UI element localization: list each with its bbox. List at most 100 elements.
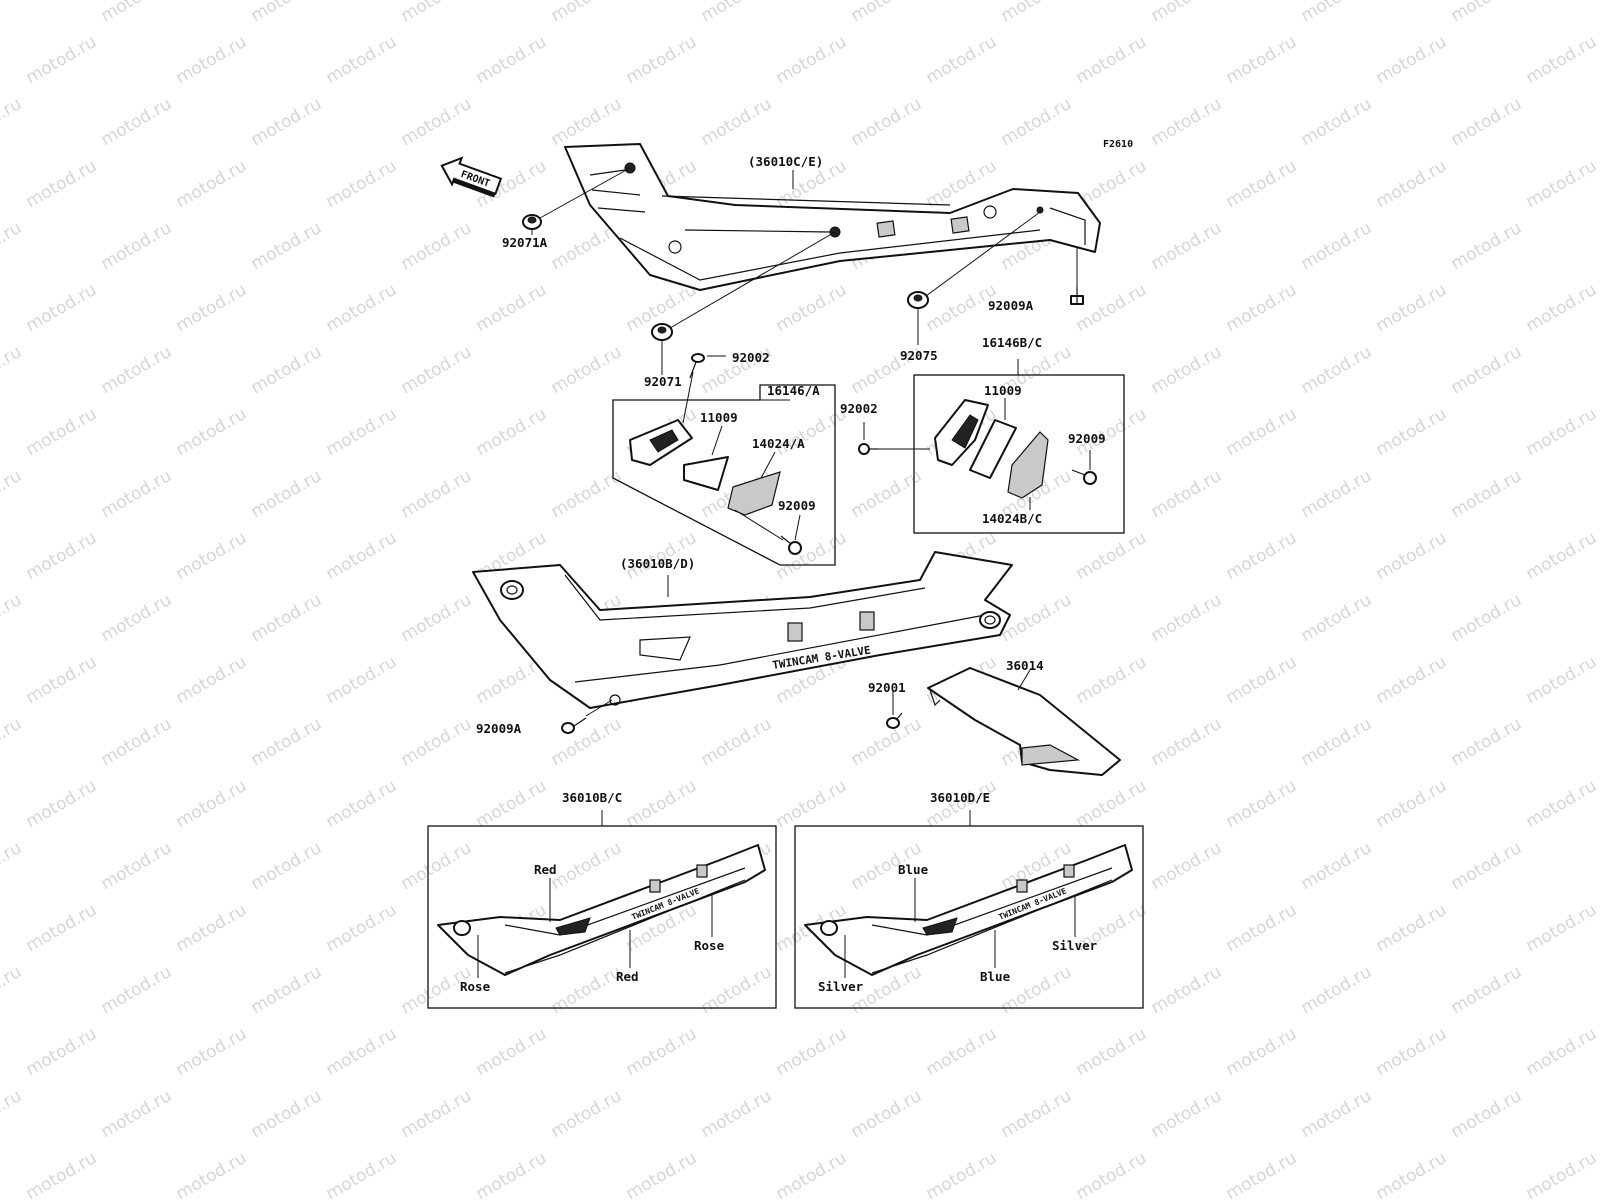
- watermark-text: motod.ru: [473, 404, 551, 460]
- watermark-text: motod.ru: [698, 962, 776, 1018]
- watermark-text: motod.ru: [1523, 156, 1600, 212]
- watermark-text: motod.ru: [323, 900, 401, 956]
- watermark-text: motod.ru: [248, 838, 326, 894]
- watermark-text: motod.ru: [1373, 32, 1451, 88]
- lamp-box-left: [612, 384, 836, 566]
- watermark-text: motod.ru: [848, 1086, 926, 1142]
- watermark-text: motod.ru: [1523, 1148, 1600, 1200]
- watermark-text: motod.ru: [323, 652, 401, 708]
- watermark-text: motod.ru: [1373, 900, 1451, 956]
- watermark-text: motod.ru: [23, 528, 101, 584]
- watermark-text: motod.ru: [323, 156, 401, 212]
- watermark-text: motod.ru: [173, 1148, 251, 1200]
- label-92009a-upper: 92009A: [988, 298, 1034, 313]
- watermark-text: motod.ru: [773, 1024, 851, 1080]
- watermark-text: motod.ru: [473, 32, 551, 88]
- gasket-right: [969, 419, 1017, 479]
- watermark-text: motod.ru: [698, 94, 776, 150]
- watermark-text: motod.ru: [0, 342, 25, 398]
- watermark-text: motod.ru: [398, 838, 476, 894]
- watermark-text: motod.ru: [0, 0, 25, 26]
- watermark-text: motod.ru: [1298, 1086, 1376, 1142]
- watermark-text: motod.ru: [1148, 714, 1226, 770]
- watermark-text: motod.ru: [548, 94, 626, 150]
- label-14024a: 14024/A: [752, 436, 805, 451]
- watermark-text: motod.ru: [98, 342, 176, 398]
- variant-left-title: 36010B/C: [562, 790, 622, 805]
- watermark-text: motod.ru: [698, 0, 776, 26]
- watermark-text: motod.ru: [1148, 1086, 1226, 1142]
- variant-right-color-front: Silver: [818, 979, 864, 994]
- watermark-text: motod.ru: [1223, 528, 1301, 584]
- watermark-text: motod.ru: [173, 528, 251, 584]
- variant-left-color-rear: Rose: [694, 938, 725, 953]
- watermark-text: motod.ru: [23, 404, 101, 460]
- watermark-text: motod.ru: [773, 528, 851, 584]
- watermark-text: motod.ru: [248, 714, 326, 770]
- watermark-text: motod.ru: [248, 590, 326, 646]
- watermark-text: motod.ru: [1448, 94, 1526, 150]
- watermark-text: motod.ru: [0, 1086, 25, 1142]
- watermark-text: motod.ru: [998, 1086, 1076, 1142]
- watermark-text: motod.ru: [1148, 838, 1226, 894]
- watermark-text: motod.ru: [1523, 1024, 1600, 1080]
- watermark-text: motod.ru: [398, 94, 476, 150]
- variant-right-title: 36010D/E: [930, 790, 990, 805]
- bolt-92009a-lower: [561, 717, 587, 734]
- watermark-text: motod.ru: [998, 94, 1076, 150]
- label-36014: 36014: [1006, 658, 1044, 673]
- watermark-text: motod.ru: [0, 714, 25, 770]
- gasket-left: [683, 456, 729, 491]
- watermark-text: motod.ru: [23, 280, 101, 336]
- watermark-text: motod.ru: [848, 94, 926, 150]
- watermark-text: motod.ru: [248, 218, 326, 274]
- watermark-text: motod.ru: [1148, 94, 1226, 150]
- watermark-text: motod.ru: [773, 776, 851, 832]
- watermark-text: motod.ru: [1523, 32, 1600, 88]
- watermark-text: motod.ru: [1073, 1148, 1151, 1200]
- watermark-text: motod.ru: [1148, 962, 1226, 1018]
- label-14024bc: 14024B/C: [982, 511, 1042, 526]
- watermark-text: motod.ru: [1148, 0, 1226, 26]
- watermark-text: motod.ru: [23, 1024, 101, 1080]
- watermark-text: motod.ru: [398, 218, 476, 274]
- watermark-text: motod.ru: [23, 156, 101, 212]
- watermark-text: motod.ru: [548, 342, 626, 398]
- watermark-text: motod.ru: [323, 528, 401, 584]
- watermark-text: motod.ru: [398, 1086, 476, 1142]
- watermark-text: motod.ru: [0, 218, 25, 274]
- watermark-text: motod.ru: [323, 404, 401, 460]
- watermark-text: motod.ru: [998, 0, 1076, 26]
- watermark-text: motod.ru: [0, 466, 25, 522]
- watermark-text: motod.ru: [248, 1086, 326, 1142]
- watermark-text: motod.ru: [398, 0, 476, 26]
- watermark-text: motod.ru: [23, 32, 101, 88]
- watermark-text: motod.ru: [1298, 0, 1376, 26]
- watermark-text: motod.ru: [1073, 776, 1151, 832]
- watermark-text: motod.ru: [773, 1148, 851, 1200]
- watermark-text: motod.ru: [173, 156, 251, 212]
- watermark-text: motod.ru: [173, 280, 251, 336]
- watermark-text: motod.ru: [0, 962, 25, 1018]
- watermark-text: motod.ru: [548, 962, 626, 1018]
- grommet-92075: [907, 291, 929, 309]
- watermark-text: motod.ru: [698, 714, 776, 770]
- watermark-text: motod.ru: [1373, 1024, 1451, 1080]
- watermark-text: motod.ru: [623, 776, 701, 832]
- watermark-text: motod.ru: [1298, 342, 1376, 398]
- watermark-text: motod.ru: [848, 0, 926, 26]
- watermark-text: motod.ru: [1448, 590, 1526, 646]
- watermark-text: motod.ru: [1298, 838, 1376, 894]
- watermark-text: motod.ru: [1298, 962, 1376, 1018]
- watermark-text: motod.ru: [0, 94, 25, 150]
- watermark-text: motod.ru: [1223, 156, 1301, 212]
- watermark-text: motod.ru: [23, 652, 101, 708]
- watermark-text: motod.ru: [398, 342, 476, 398]
- watermark-text: motod.ru: [548, 714, 626, 770]
- watermark-text: motod.ru: [1523, 652, 1600, 708]
- watermark-text: motod.ru: [1073, 32, 1151, 88]
- watermark-text: motod.ru: [1073, 1024, 1151, 1080]
- watermark-text: motod.ru: [623, 1024, 701, 1080]
- watermark-text: motod.ru: [623, 1148, 701, 1200]
- label-92071: 92071: [644, 374, 682, 389]
